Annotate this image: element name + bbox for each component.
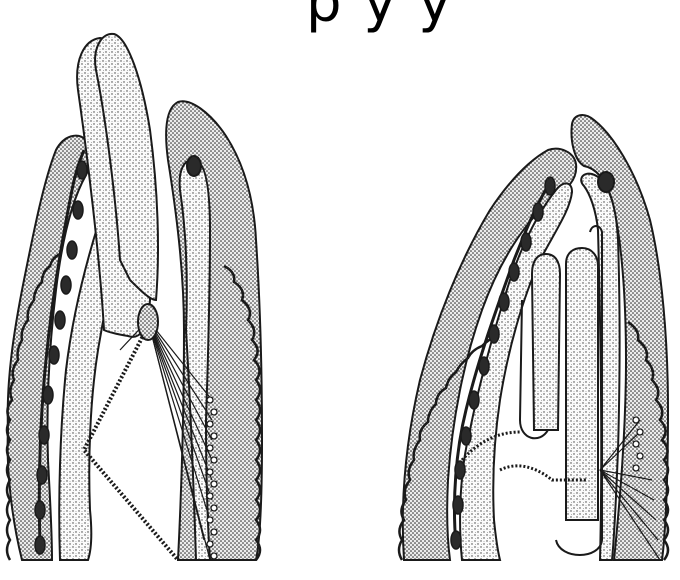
right-section <box>399 115 668 560</box>
right-tooth-b <box>566 248 598 520</box>
right-tooth-a <box>532 254 560 430</box>
left-section <box>7 34 262 560</box>
right-upper-nucleus <box>598 172 614 192</box>
left-fiber-knot <box>138 304 158 340</box>
left-upper-nucleus <box>187 156 201 176</box>
